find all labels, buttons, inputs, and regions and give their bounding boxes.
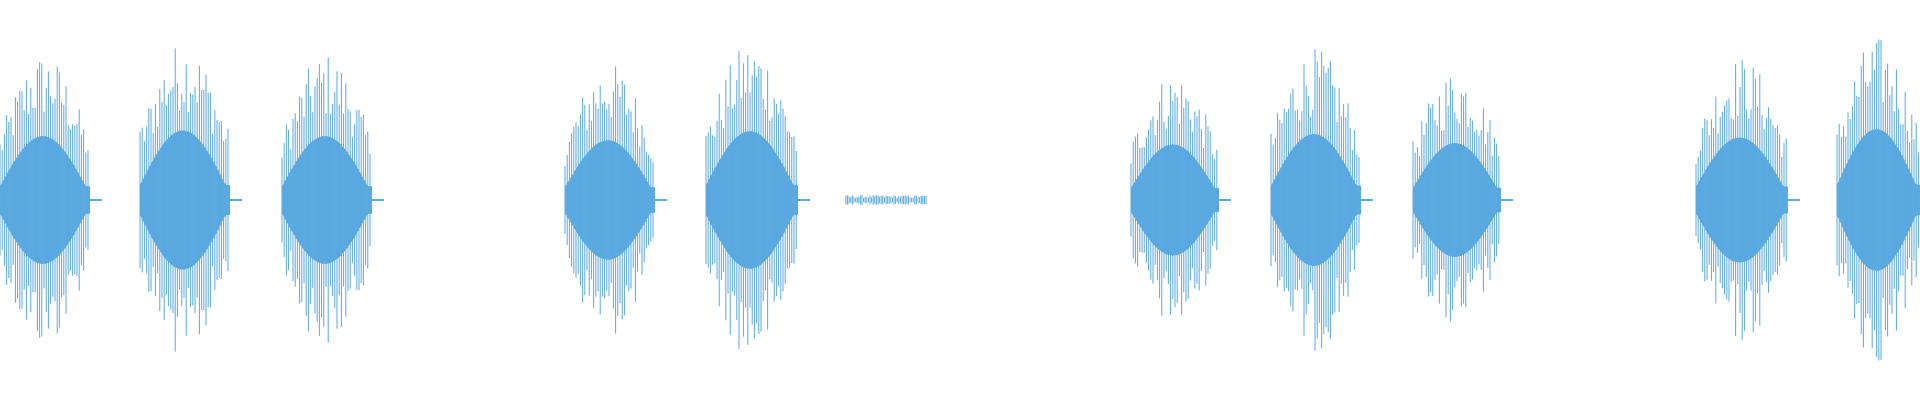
waveform-burst: [1695, 60, 1800, 340]
waveform-burst: [0, 62, 102, 338]
waveform-burst: [1270, 49, 1373, 351]
waveform-burst: [705, 51, 810, 349]
waveform-burst: [1836, 39, 1920, 361]
waveform-burst: [1130, 84, 1231, 316]
waveform-burst: [139, 48, 242, 352]
waveform-burst: [1412, 78, 1513, 322]
waveform-burst: [564, 66, 667, 334]
waveform-burst: [845, 195, 927, 205]
waveform-burst: [281, 57, 384, 343]
